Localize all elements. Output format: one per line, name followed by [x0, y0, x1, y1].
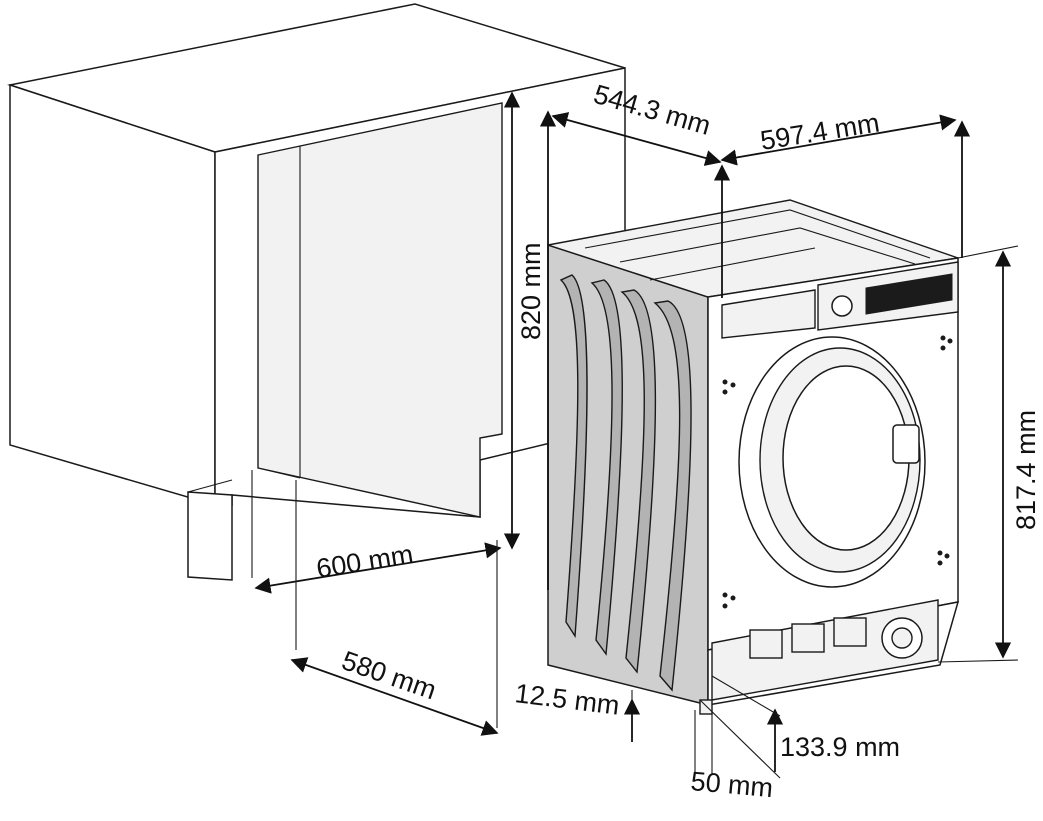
kitchen-cabinet — [7, 3, 626, 581]
washing-machine — [547, 199, 960, 715]
plinth-gap-label: 12.5 mm — [513, 678, 621, 721]
bottom-depth-label: 50 mm — [689, 766, 774, 803]
cabinet-width-label: 600 mm — [314, 539, 415, 584]
machine-height-label: 817.4 mm — [1011, 410, 1041, 530]
cabinet-depth-label: 580 mm — [338, 645, 440, 705]
dimension-lines — [251, 91, 1019, 779]
machine-width-label: 597.4 mm — [758, 108, 881, 156]
foot-offset-label: 133.9 mm — [780, 732, 900, 762]
niche-height-label: 820 mm — [516, 242, 546, 340]
